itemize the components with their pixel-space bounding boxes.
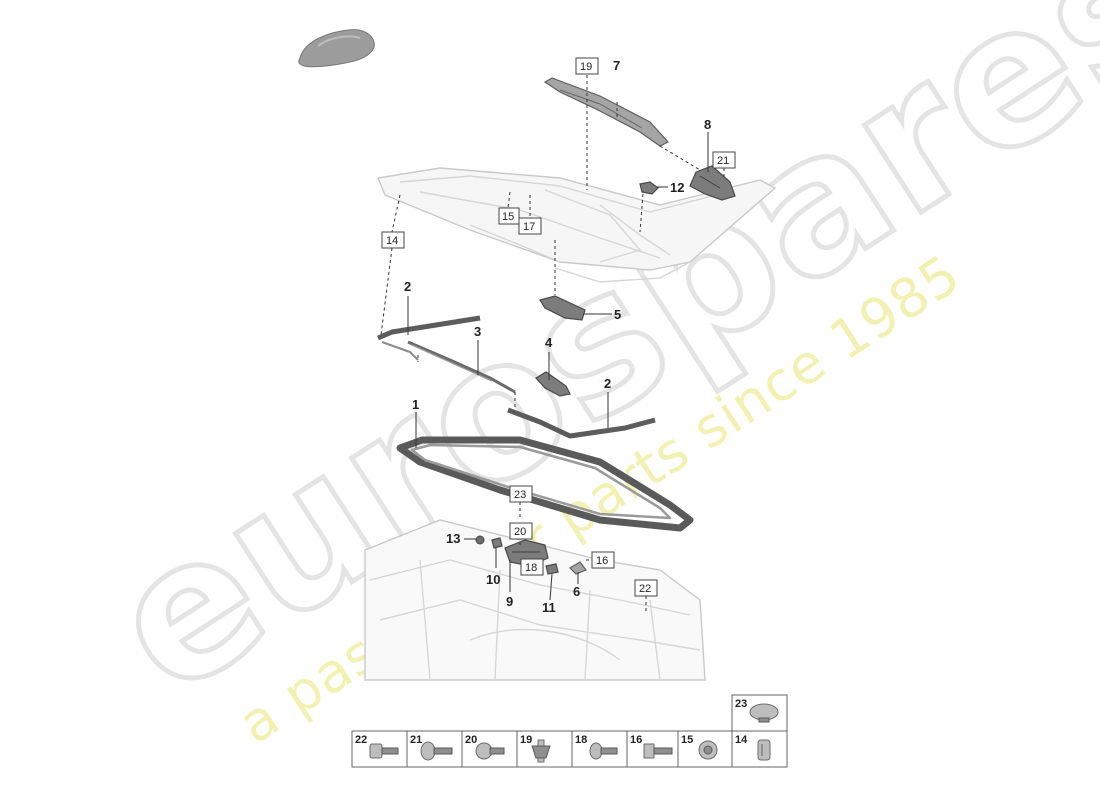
clip-cap-icon [749, 703, 779, 723]
push-clip-icon [698, 740, 718, 760]
boxed-callout-20: 20 [509, 522, 533, 540]
guide-rail-right-part-2 [507, 407, 656, 439]
legend-cell-19: 19 [516, 730, 573, 768]
lower-body-structure [364, 519, 706, 681]
svg-text:14: 14 [735, 734, 748, 746]
boxed-callout-15: 15 [498, 207, 520, 225]
roof-seal-part-1 [396, 436, 694, 532]
callout-6: 6 [573, 584, 580, 599]
callout-8: 8 [704, 117, 711, 132]
svg-text:14: 14 [386, 235, 398, 247]
svg-text:15: 15 [502, 211, 514, 223]
callout-2-left: 2 [404, 279, 411, 294]
vehicle-silhouette-icon [298, 29, 375, 68]
legend-cell-22: 22 [351, 730, 408, 768]
boxed-callout-16: 16 [591, 551, 615, 569]
legend-cell-18: 18 [571, 730, 628, 768]
svg-text:22: 22 [355, 734, 367, 746]
cable-part-3 [407, 340, 516, 394]
hex-bolt-icon [643, 743, 673, 759]
svg-text:16: 16 [630, 734, 642, 746]
svg-text:18: 18 [525, 562, 537, 574]
callout-7: 7 [613, 58, 620, 73]
collar-bolt-icon [369, 743, 399, 759]
boxed-callout-14: 14 [381, 231, 405, 249]
callout-10: 10 [486, 572, 500, 587]
svg-text:23: 23 [514, 489, 526, 501]
cap-part-6 [569, 561, 587, 575]
callout-labels: 1 2 2 3 4 5 6 7 8 9 10 11 12 13 [404, 58, 711, 615]
callout-12: 12 [670, 180, 684, 195]
callout-13: 13 [446, 531, 460, 546]
svg-text:17: 17 [523, 221, 535, 233]
guide-rail-left-part-2 [377, 315, 481, 361]
legend-cell-21: 21 [406, 730, 463, 768]
legend-cell-15: 15 [677, 730, 733, 768]
hinge-part-4 [535, 371, 571, 397]
callout-1: 1 [412, 397, 419, 412]
clip-part-11 [545, 563, 559, 575]
roof-frame [377, 167, 777, 283]
bracket-part-12 [639, 181, 659, 195]
svg-text:20: 20 [514, 526, 526, 538]
leader-lines [380, 75, 725, 612]
svg-text:23: 23 [735, 698, 747, 710]
boxed-callout-19: 19 [575, 57, 599, 75]
svg-text:15: 15 [681, 734, 693, 746]
svg-text:19: 19 [580, 61, 592, 73]
boxed-callout-18: 18 [520, 558, 544, 576]
svg-text:19: 19 [520, 734, 532, 746]
legend-cell-16: 16 [626, 730, 679, 768]
svg-text:16: 16 [596, 555, 608, 567]
clip-part-10 [491, 537, 503, 549]
roof-rear-trim-part [543, 77, 669, 147]
legend-cell-20: 20 [461, 730, 518, 768]
callout-11: 11 [542, 600, 556, 615]
boxed-callout-21: 21 [712, 151, 736, 169]
round-head-screw-icon [475, 742, 505, 760]
flange-screw-icon [589, 742, 618, 760]
nut-part-13 [475, 535, 485, 545]
legend-cell-23: 23 [731, 694, 788, 732]
legend-cell-14: 14 [731, 730, 788, 768]
svg-text:18: 18 [575, 734, 587, 746]
callout-3: 3 [474, 324, 481, 339]
svg-text:21: 21 [410, 734, 422, 746]
boxed-callouts: 19 21 15 17 14 23 20 18 [381, 57, 736, 597]
spring-clip-icon [757, 739, 771, 761]
latch-part-5 [539, 295, 586, 321]
boxed-callout-23: 23 [509, 485, 533, 503]
callout-9: 9 [506, 594, 513, 609]
fastener-legend: 23 22 21 20 [351, 694, 788, 768]
callout-5: 5 [614, 307, 621, 322]
boxed-callout-22: 22 [634, 579, 658, 597]
svg-text:21: 21 [717, 155, 729, 167]
expanding-rivet-icon [531, 739, 551, 763]
svg-text:22: 22 [639, 583, 651, 595]
callout-4: 4 [545, 335, 553, 350]
bracket-part-8 [689, 165, 736, 201]
pan-head-screw-icon [420, 741, 453, 761]
callout-2-right: 2 [604, 376, 611, 391]
boxed-callout-17: 17 [518, 217, 542, 235]
svg-text:20: 20 [465, 734, 477, 746]
